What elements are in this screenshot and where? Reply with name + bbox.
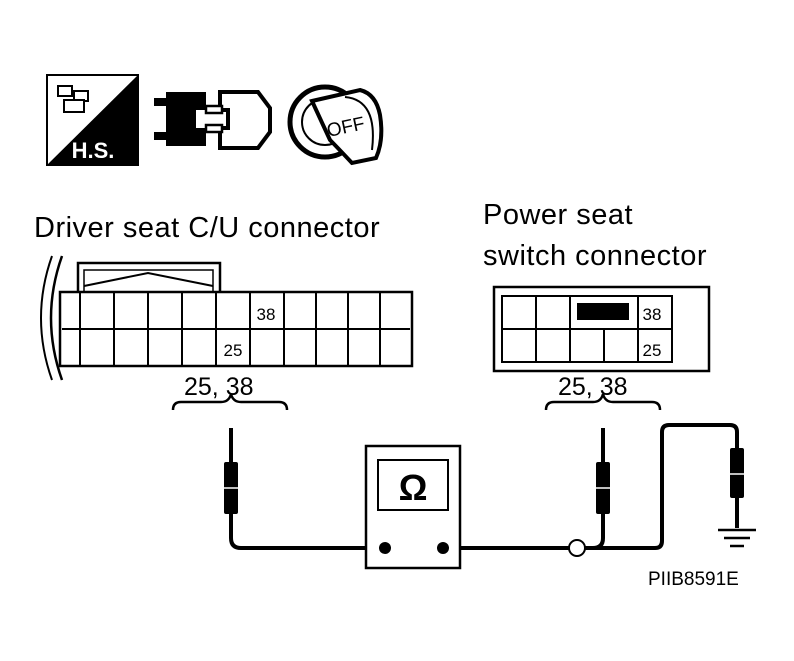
left-pins-label: 25, 38 xyxy=(184,373,254,401)
ignition-key-off-icon: OFF xyxy=(287,84,384,166)
svg-text:Ω: Ω xyxy=(399,467,428,508)
right-pins-brace xyxy=(544,393,662,411)
driver-seat-connector-title: Driver seat C/U connector xyxy=(34,212,381,244)
power-seat-switch-connector: 38 25 xyxy=(492,285,711,373)
left-test-probe xyxy=(224,428,385,550)
figure-code: PIIB8591E xyxy=(648,569,739,590)
harness-switch-icon: H.S. xyxy=(46,74,139,166)
driver-pin-25: 25 xyxy=(224,341,243,360)
svg-text:H.S.: H.S. xyxy=(72,138,115,163)
power-seat-title-line1: Power seat xyxy=(483,199,634,231)
right-pins-label: 25, 38 xyxy=(558,373,628,401)
ground-lead xyxy=(568,423,744,557)
power-seat-title-line2: switch connector xyxy=(483,240,707,272)
driver-seat-cu-connector: 38 25 xyxy=(40,255,414,381)
connector-disconnect-icon xyxy=(154,90,272,150)
switch-pin-38: 38 xyxy=(643,305,662,324)
ohmmeter-icon: Ω xyxy=(364,444,462,570)
left-pins-brace xyxy=(171,393,289,411)
switch-pin-25: 25 xyxy=(643,341,662,360)
right-test-probe xyxy=(443,428,610,550)
ground-icon xyxy=(718,528,756,548)
driver-pin-38: 38 xyxy=(257,305,276,324)
